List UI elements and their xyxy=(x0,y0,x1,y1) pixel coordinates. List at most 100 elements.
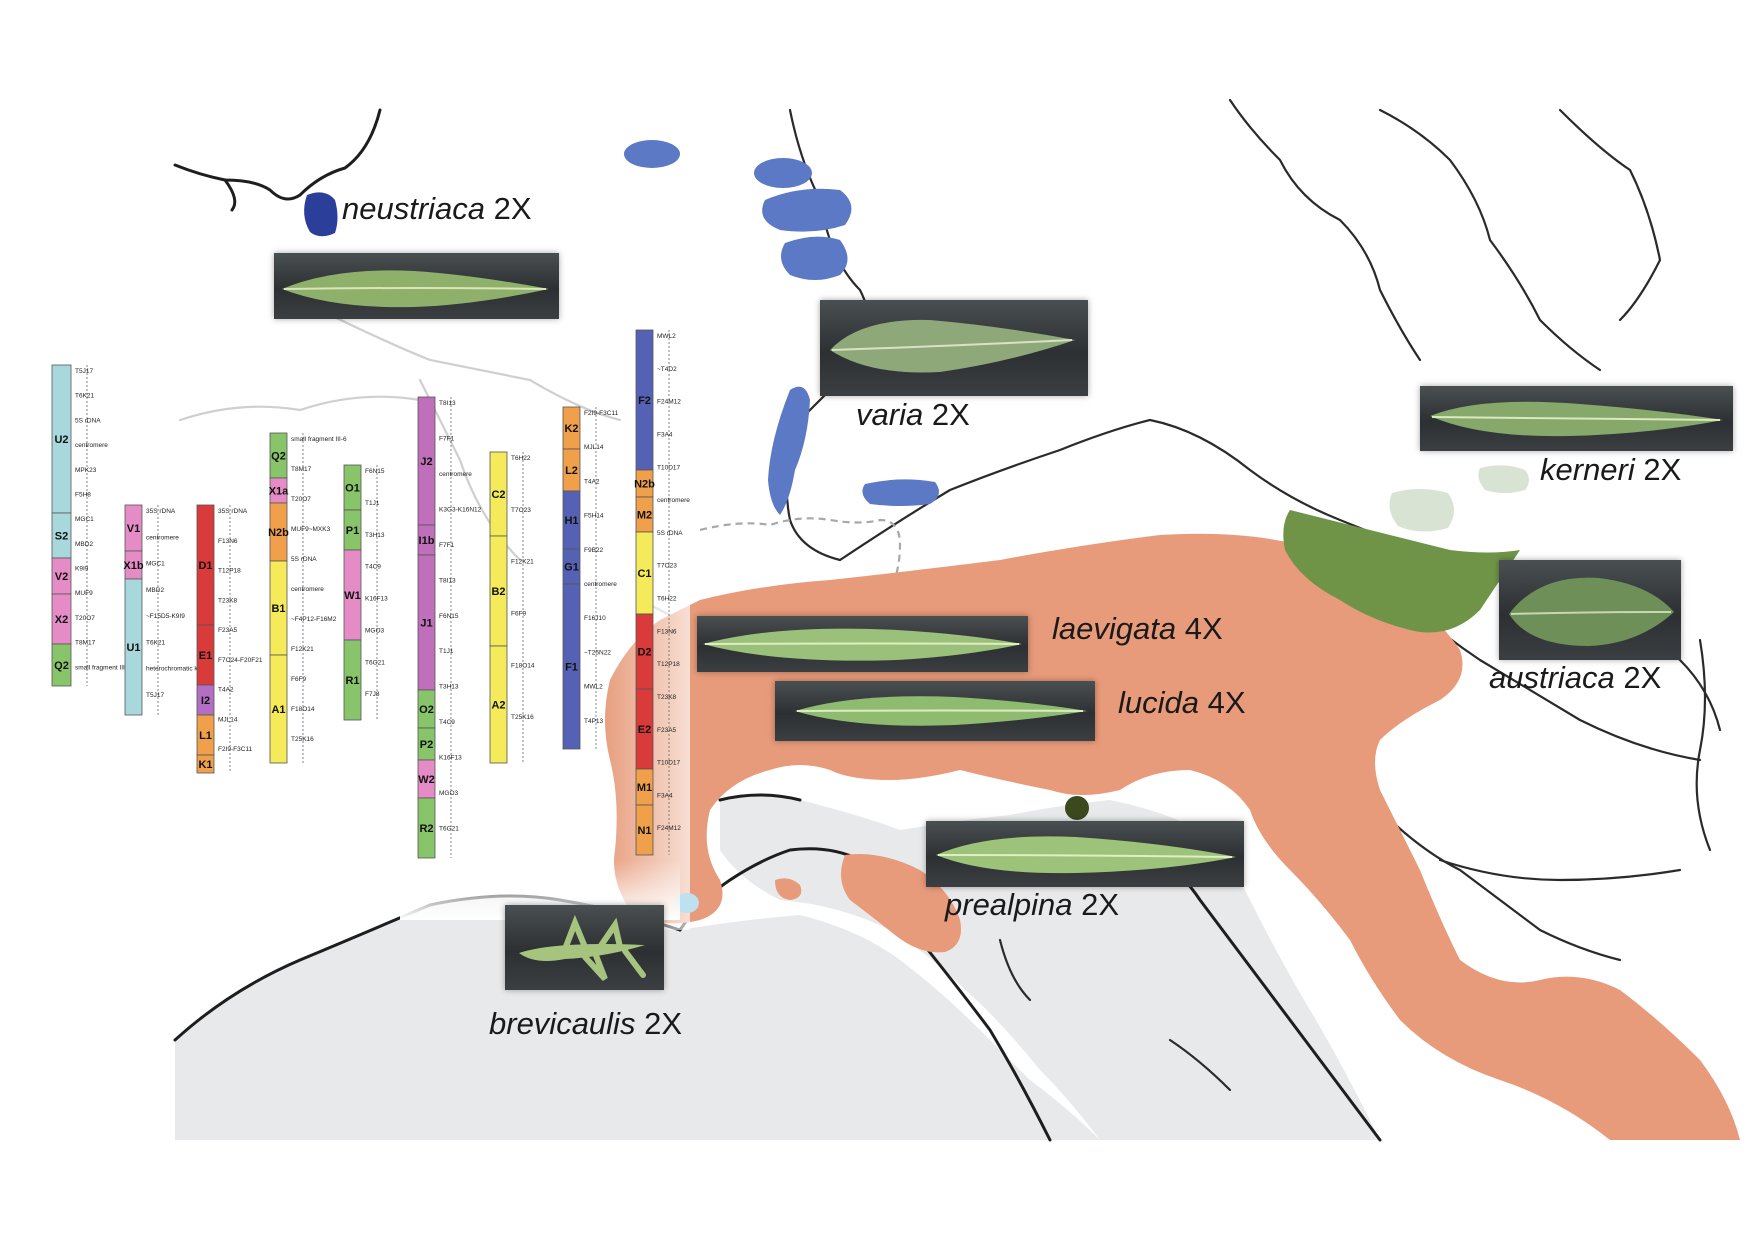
chromosome-annotation: T6G21 xyxy=(365,659,385,666)
chromosome-segment xyxy=(196,754,215,774)
chromosome-annotation: T8I13 xyxy=(439,577,456,584)
chromosome-annotation: T4C9 xyxy=(365,564,381,571)
species-name: prealpina xyxy=(945,887,1073,922)
chromosome-annotation: F18O14 xyxy=(511,662,535,669)
chromosome-annotation: 5S rDNA xyxy=(657,530,683,537)
chromosome-annotation: MGO3 xyxy=(439,790,459,797)
chromosome-annotation: 35S rDNA xyxy=(146,508,176,515)
chromosome-annotation: K16F13 xyxy=(365,596,388,603)
chromosome-annotation: centromere xyxy=(75,442,108,449)
ploidy: 2X xyxy=(1643,452,1682,487)
chromosome-segment-label: P2 xyxy=(420,739,433,751)
chromosome-annotation: MWL2 xyxy=(584,684,603,691)
chromosome-segment-label: N2b xyxy=(268,527,289,539)
chromosome-annotation: T1J1 xyxy=(365,500,380,507)
chromosome-annotation: T10D17 xyxy=(657,464,681,471)
chromosome-annotation: K9I9 xyxy=(75,566,89,573)
chromosome-annotation: 35S rDNA xyxy=(218,508,248,515)
species-name: laevigata xyxy=(1052,611,1177,646)
chromosome-annotation: T8M17 xyxy=(75,640,96,647)
chromosome-annotation: F6N15 xyxy=(439,613,459,620)
chromosome-annotation: MGC1 xyxy=(146,561,165,568)
chromosome-segment-label: D1 xyxy=(198,560,212,572)
species-name: austriaca xyxy=(1489,660,1615,695)
chromosome-annotation: ~T25N22 xyxy=(584,649,611,656)
chromosome-annotation: F23A5 xyxy=(218,627,238,634)
chromosome-annotation: T6K21 xyxy=(75,393,95,400)
species-label-laevigata: laevigata 4X xyxy=(1052,611,1223,647)
chromosome-segment-label: E2 xyxy=(638,724,651,736)
chromosome-segment-label: I1b xyxy=(419,535,435,547)
leaf-photo-kerneri xyxy=(1420,386,1733,451)
species-label-kerneri: kerneri 2X xyxy=(1540,452,1681,488)
chromosome-annotation: F12K21 xyxy=(291,646,314,653)
chromosome-c8: K2L2H1G1F1F2I9-F3C11MJL14T4A2F5H14F9B22c… xyxy=(562,406,619,750)
ploidy: 4X xyxy=(1184,611,1223,646)
leaf-photo-austriaca xyxy=(1499,560,1681,660)
species-name: varia xyxy=(856,397,924,432)
chromosome-segment xyxy=(124,578,143,716)
species-label-austriaca: austriaca 2X xyxy=(1489,660,1661,696)
chromosome-segment xyxy=(51,643,72,687)
leaf-photo-laevigata xyxy=(697,616,1028,672)
chromosome-segment-label: R2 xyxy=(419,823,433,835)
chromosome-annotation: T23K8 xyxy=(657,694,677,701)
chromosome-annotation: centromere xyxy=(146,534,179,541)
species-label-neustriaca: neustriaca 2X xyxy=(342,191,532,227)
species-label-varia: varia 2X xyxy=(856,397,970,433)
chromosome-annotation: T5J17 xyxy=(75,368,93,375)
chromosome-annotation: K16F13 xyxy=(439,755,462,762)
chromosome-annotation: F7F1 xyxy=(439,542,455,549)
chromosome-annotation: T20O7 xyxy=(291,496,311,503)
chromosome-segment-label: U1 xyxy=(126,642,140,654)
chromosome-annotation: T4A2 xyxy=(218,687,234,694)
chromosome-segment-label: G1 xyxy=(564,562,579,574)
chromosome-annotation: F3A4 xyxy=(657,792,673,799)
chromosome-annotation: F2I9-F3C11 xyxy=(218,746,253,753)
chromosome-annotation: MUF9 xyxy=(75,590,93,597)
chromosome-annotation: T12P18 xyxy=(218,568,241,575)
brevicaulis-dot xyxy=(675,893,699,913)
chromosome-segment xyxy=(562,583,581,750)
chromosome-segment-label: K2 xyxy=(564,423,578,435)
chromosome-segment-label: F2 xyxy=(638,395,651,407)
chromosome-segment-label: X1a xyxy=(269,486,289,498)
chromosome-annotation: F24M12 xyxy=(657,825,681,832)
chromosome-annotation: 5S rDNA xyxy=(291,556,317,563)
chromosome-annotation: F9B22 xyxy=(584,547,604,554)
chromosome-segment-label: Q2 xyxy=(54,660,69,672)
leaf-photo-varia xyxy=(820,300,1088,396)
austriaca-range xyxy=(1283,510,1520,633)
prealpina-dot xyxy=(1065,796,1089,820)
species-name: lucida xyxy=(1118,685,1199,720)
chromosome-annotation: T4A2 xyxy=(584,478,600,485)
chromosome-segment xyxy=(343,639,362,721)
chromosome-segment-label: H1 xyxy=(564,515,578,527)
chromosome-segment-label: J2 xyxy=(420,456,432,468)
chromosome-annotation: MUF9~MXK3 xyxy=(291,526,331,533)
chromosome-annotation: F5H8 xyxy=(75,491,91,498)
chromosome-annotation: MGC1 xyxy=(75,516,94,523)
chromosome-annotation: MBD2 xyxy=(146,587,164,594)
chromosome-annotation: MBD2 xyxy=(75,541,93,548)
kerneri-range-2 xyxy=(1478,465,1529,493)
ploidy: 2X xyxy=(644,1006,682,1041)
chromosome-segment-label: L1 xyxy=(199,730,212,742)
chromosome-segment-label: B2 xyxy=(491,586,505,598)
chromosome-annotation: F12K21 xyxy=(511,559,534,566)
chromosome-segment-label: K1 xyxy=(198,759,212,771)
chromosome-segment-label: A1 xyxy=(271,704,285,716)
chromosome-annotation: MWL2 xyxy=(657,333,676,340)
chromosome-segment-label: I2 xyxy=(201,695,210,707)
chromosome-annotation: ~T4D2 xyxy=(657,366,677,373)
chromosome-segment-label: S2 xyxy=(55,531,68,543)
chromosome-annotation: centromere xyxy=(584,581,617,588)
chromosome-segment xyxy=(635,804,654,856)
chromosome-segment-label: F1 xyxy=(565,662,578,674)
chromosome-segment-label: A2 xyxy=(491,700,505,712)
chromosome-annotation: MPK23 xyxy=(75,467,97,474)
chromosome-annotation: F5H14 xyxy=(584,513,604,520)
chromosome-annotation: F7O24-F20F21 xyxy=(218,657,263,664)
